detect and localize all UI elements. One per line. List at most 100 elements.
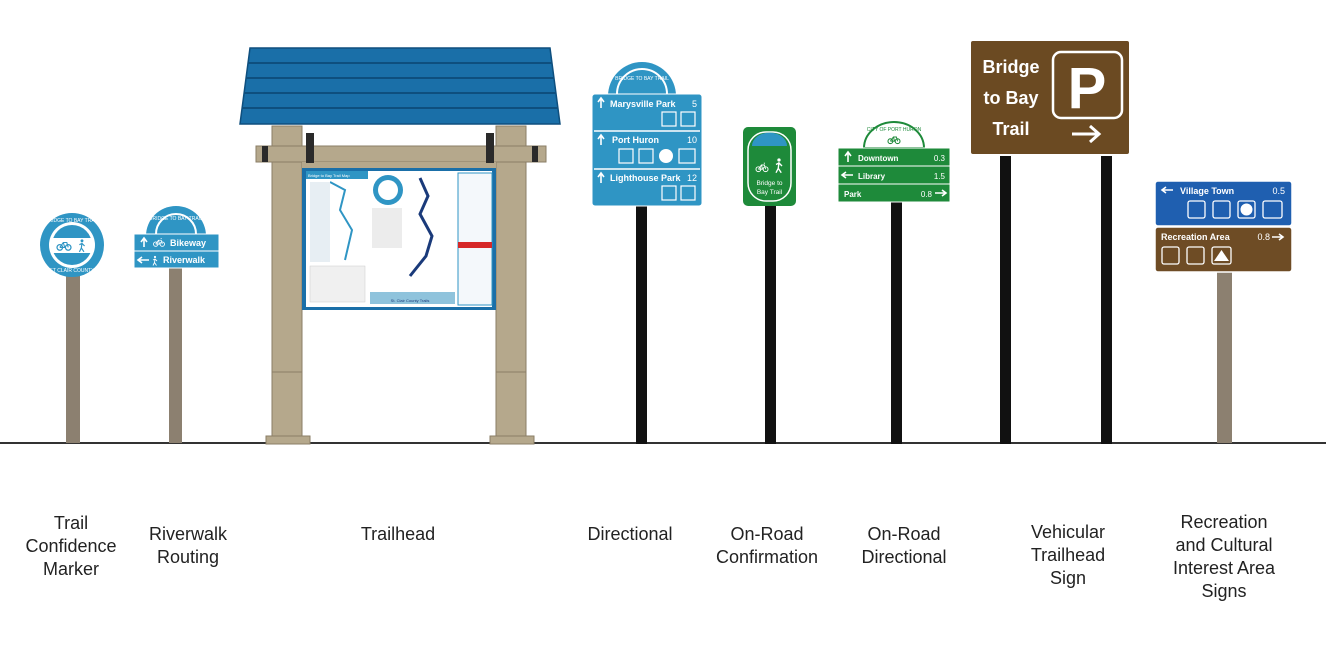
row-label: Downtown — [858, 154, 899, 163]
tent-icon — [1214, 250, 1229, 261]
up-arrow-icon — [844, 150, 852, 162]
parking-icon: P — [1068, 56, 1107, 121]
right-arrow-icon — [935, 189, 948, 197]
post — [66, 262, 80, 443]
post — [636, 204, 647, 444]
caption-recreation-cultural-signs: Recreation and Cultural Interest Area Si… — [1172, 512, 1276, 601]
recreation-label: Recreation Area — [1161, 232, 1231, 242]
row-distance: 0.8 — [921, 190, 933, 199]
left-post — [271, 125, 303, 445]
arc-top-text: CITY OF PORT HURON — [867, 127, 922, 133]
post-right — [1101, 153, 1112, 444]
up-arrow-icon — [597, 133, 605, 145]
left-arrow-icon — [1160, 186, 1173, 194]
post — [1217, 268, 1232, 443]
map-title: Bridge to Bay Trail Map — [308, 173, 350, 178]
cup-icon — [661, 185, 677, 201]
row-label: Lighthouse Park — [610, 173, 682, 183]
row-distance: 10 — [687, 135, 697, 145]
sign-line-1: Bridge to — [756, 180, 782, 187]
left-arrow-icon — [136, 256, 149, 264]
bed-icon — [678, 148, 696, 164]
sign-line-3: Trail — [992, 119, 1029, 139]
clock-icon — [659, 149, 673, 163]
caption-riverwalk-routing: Riverwalk Routing — [148, 524, 227, 567]
caption-directional: Directional — [587, 524, 673, 544]
arc-top-text: BRIDGE TO BAY TRAIL — [149, 216, 203, 222]
service-panel — [1154, 180, 1293, 227]
restroom-icon — [680, 111, 696, 127]
caption-on-road-directional: On-Road Directional — [861, 524, 947, 567]
restroom-icon — [1186, 246, 1205, 265]
bridge-crest — [752, 132, 787, 146]
cup-icon — [1187, 200, 1206, 219]
sign-line-2: Bay Trail — [757, 189, 783, 196]
recreation-panel — [1154, 226, 1293, 273]
row-distance: 1.5 — [934, 172, 946, 181]
map-footer: St. Clair County Trails — [391, 298, 430, 303]
bicycle-icon — [887, 136, 901, 145]
service-distance: 0.5 — [1272, 186, 1285, 196]
sign-line-2: to Bay — [983, 88, 1038, 108]
sign-crest — [608, 62, 676, 96]
recreation-cultural-signs: Village Town 0.5 Recreation Area 0.8 — [1154, 180, 1293, 443]
sign-crest — [862, 121, 926, 149]
bed-icon — [1262, 200, 1283, 219]
trail-confidence-marker: BRIDGE TO BAY TRAIL ST CLAIR COUNTY — [40, 213, 104, 443]
on-road-directional-sign: CITY OF PORT HURON Downtown 0.3 Library … — [837, 121, 951, 444]
row-label: Bikeway — [170, 238, 206, 248]
post — [891, 202, 902, 444]
left-arrow-icon — [840, 171, 853, 179]
caption-on-road-confirmation: On-Road Confirmation — [715, 524, 819, 567]
crossbeam — [255, 145, 547, 163]
row-label: Port Huron — [612, 135, 659, 145]
trail-route-line — [408, 177, 434, 277]
cup-icon — [1161, 246, 1180, 265]
row-label: Park — [844, 190, 862, 199]
arc-bottom-text: ST CLAIR COUNTY — [50, 268, 96, 274]
arc-top-text: BRIDGE TO BAY TRAIL — [615, 76, 669, 82]
riverwalk-routing-sign: BRIDGE TO BAY TRAIL Bikeway Riverwalk — [133, 206, 220, 443]
caption-trailhead: Trailhead — [360, 524, 436, 544]
row-label: Riverwalk — [163, 255, 206, 265]
row-label: Marysville Park — [610, 99, 677, 109]
post — [765, 204, 776, 444]
bicycle-icon — [56, 241, 72, 251]
globe-icon — [1240, 203, 1253, 216]
parking-box — [1051, 50, 1124, 120]
trailhead-kiosk: Bridge to Bay Trail Map St. Clair County… — [239, 47, 561, 445]
restroom-icon — [1212, 200, 1231, 219]
up-arrow-icon — [597, 171, 605, 183]
sign-panel — [591, 93, 703, 207]
up-arrow-icon — [597, 96, 605, 108]
cup-icon — [661, 111, 677, 127]
post — [169, 268, 182, 443]
row-distance: 12 — [687, 173, 697, 183]
row-label: Library — [858, 172, 886, 181]
cup-icon — [618, 148, 634, 164]
restroom-icon — [680, 185, 696, 201]
sign-crest — [146, 206, 206, 236]
row-distance: 0.3 — [934, 154, 946, 163]
directional-sign: BRIDGE TO BAY TRAIL Marysville Park 5 Po… — [591, 62, 703, 444]
right-arrow-icon — [1272, 233, 1285, 241]
post-left — [1000, 153, 1011, 444]
right-arrow-icon — [1072, 124, 1102, 144]
roof — [239, 47, 561, 125]
row-distance: 5 — [692, 99, 697, 109]
pedestrian-icon — [78, 239, 86, 253]
row-panel — [837, 183, 951, 203]
service-label: Village Town — [1180, 186, 1234, 196]
caption-vehicular-trailhead-sign: Vehicular Trailhead Sign — [1030, 522, 1106, 588]
sign-line-1: Bridge — [982, 57, 1039, 77]
up-arrow-icon — [140, 236, 148, 247]
restroom-icon — [638, 148, 654, 164]
sign-panel — [743, 127, 796, 206]
on-road-confirmation-sign: Bridge to Bay Trail — [743, 127, 796, 444]
right-post — [495, 125, 527, 445]
vehicular-trailhead-sign: Bridge to Bay Trail P — [969, 39, 1131, 444]
arc-top-text: BRIDGE TO BAY TRAIL — [45, 218, 99, 224]
caption-trail-confidence-marker: Trail Confidence Marker — [25, 513, 117, 579]
recreation-distance: 0.8 — [1257, 232, 1270, 242]
